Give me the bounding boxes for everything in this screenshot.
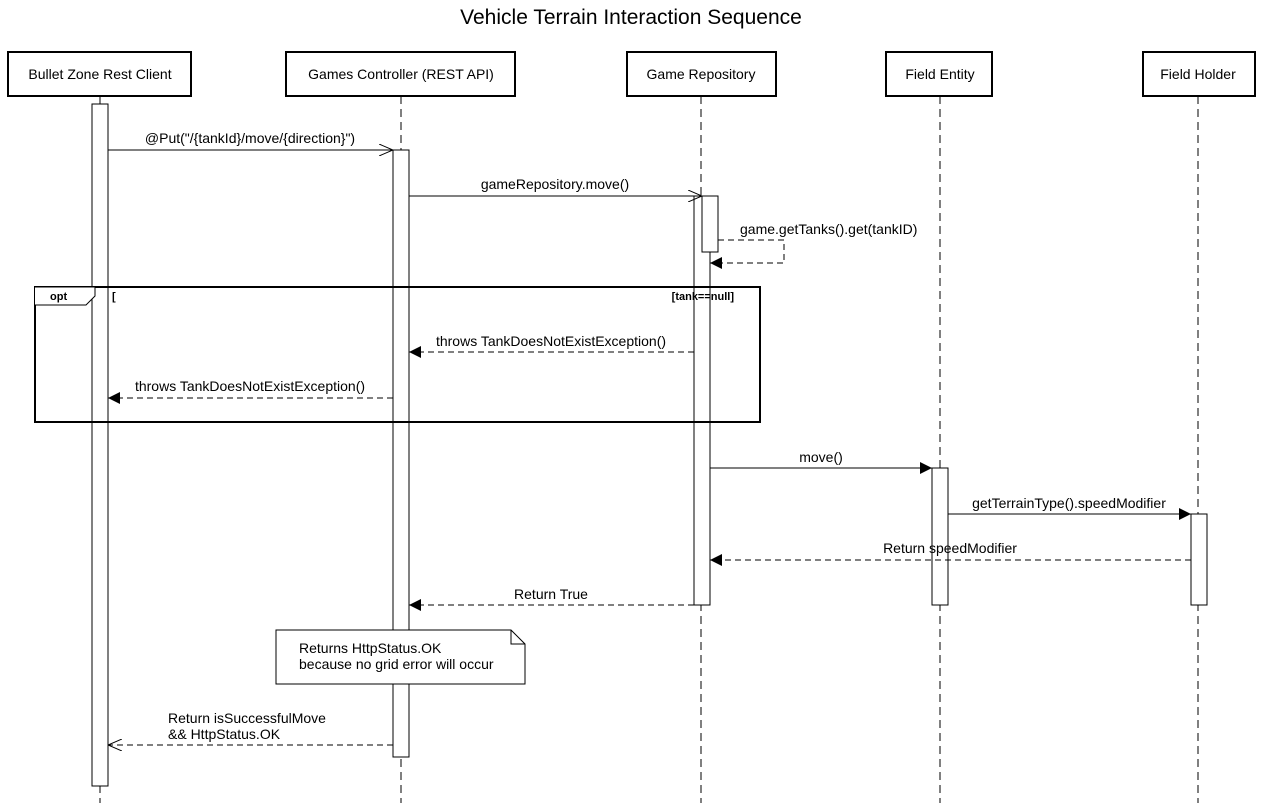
message-field-move: move() xyxy=(710,449,932,474)
message-get-terrain-type: getTerrainType().speedModifier xyxy=(948,495,1191,520)
message-return-successful-move: Return isSuccessfulMove && HttpStatus.OK xyxy=(108,710,393,745)
participants: Bullet Zone Rest Client Games Controller… xyxy=(7,51,1256,97)
participant-field-entity: Field Entity xyxy=(885,51,993,97)
note-body xyxy=(275,629,526,685)
activation-repository xyxy=(693,195,711,606)
participant-name: Field Holder xyxy=(1160,66,1236,82)
participant-name: Games Controller (REST API) xyxy=(308,66,494,82)
participant-controller: Games Controller (REST API) xyxy=(285,51,516,97)
participant-name: Field Entity xyxy=(905,66,974,82)
activation-field-holder xyxy=(1190,513,1208,606)
message-label-line-1: Return isSuccessfulMove xyxy=(168,710,326,726)
message-label: throws TankDoesNotExistException() xyxy=(436,333,666,349)
diagram-title: Vehicle Terrain Interaction Sequence xyxy=(460,6,802,29)
participant-name: Game Repository xyxy=(647,66,756,82)
message-label: game.getTanks().get(tankID) xyxy=(740,221,917,237)
message-return-true: Return True xyxy=(409,586,694,611)
message-label: move() xyxy=(799,449,843,465)
activation-field-entity xyxy=(931,467,949,606)
messages: @Put("/{tankId}/move/{direction}") gameR… xyxy=(108,130,1191,745)
participant-field-holder: Field Holder xyxy=(1142,51,1256,97)
message-throws-to-controller: throws TankDoesNotExistException() xyxy=(409,333,694,358)
fragment-frame xyxy=(34,286,761,423)
participant-client: Bullet Zone Rest Client xyxy=(7,51,192,97)
message-repository-move: gameRepository.move() xyxy=(409,176,702,196)
message-label: throws TankDoesNotExistException() xyxy=(135,378,365,394)
message-label: Return speedModifier xyxy=(883,540,1017,556)
message-label: Return True xyxy=(514,586,588,602)
fragment-guard: [tank==null] xyxy=(672,291,735,303)
message-put-move: @Put("/{tankId}/move/{direction}") xyxy=(108,130,393,150)
note-line-2: because no grid error will occur xyxy=(299,656,494,672)
participant-repository: Game Repository xyxy=(626,51,777,97)
opt-fragment: opt [ [tank==null] xyxy=(34,286,761,423)
participant-name: Bullet Zone Rest Client xyxy=(28,66,171,82)
message-label: @Put("/{tankId}/move/{direction}") xyxy=(145,130,355,146)
message-return-speed-modifier: Return speedModifier xyxy=(710,540,1191,566)
message-label-line-2: && HttpStatus.OK xyxy=(168,726,281,742)
activation-controller xyxy=(392,149,410,758)
note-fold xyxy=(510,630,525,645)
fragment-operator: opt xyxy=(50,291,67,303)
message-throws-to-client: throws TankDoesNotExistException() xyxy=(108,378,393,404)
message-label: gameRepository.move() xyxy=(481,176,629,192)
message-get-tanks: game.getTanks().get(tankID) xyxy=(710,221,917,269)
message-label: getTerrainType().speedModifier xyxy=(972,495,1166,511)
activation-repository-nested xyxy=(701,195,719,253)
lifelines xyxy=(99,96,1199,803)
note-line-1: Returns HttpStatus.OK xyxy=(299,640,442,656)
activations xyxy=(91,103,1208,787)
fragment-label-tab xyxy=(35,286,96,306)
activation-client xyxy=(91,103,109,787)
fragment-bracket: [ xyxy=(112,291,116,303)
note: Returns HttpStatus.OK because no grid er… xyxy=(275,629,526,685)
